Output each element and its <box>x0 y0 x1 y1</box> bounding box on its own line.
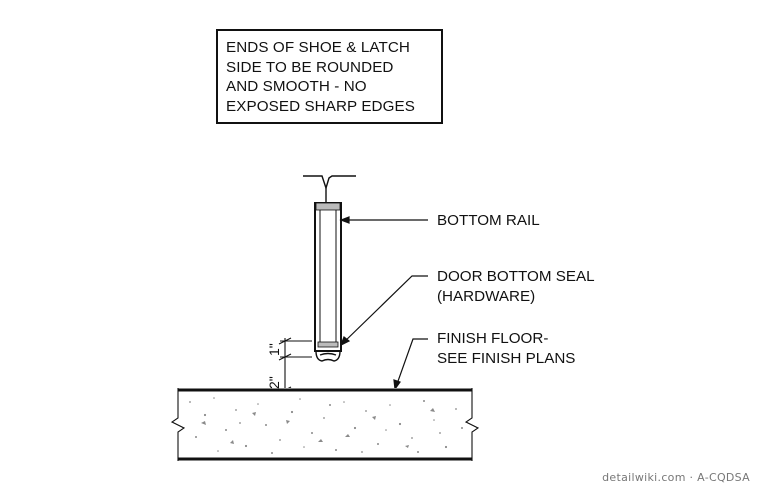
dimension-lines <box>278 337 312 394</box>
door-break-line <box>303 175 356 203</box>
dimension-upper: 1" <box>266 343 282 356</box>
slab-break-right <box>464 388 480 461</box>
note-text: ENDS OF SHOE & LATCH SIDE TO BE ROUNDED … <box>226 39 415 115</box>
label-finish-floor: FINISH FLOOR- SEE FINISH PLANS <box>437 330 576 367</box>
dimension-lower: 2" <box>266 376 282 389</box>
label-door-bottom-seal: DOOR BOTTOM SEAL (HARDWARE) <box>437 268 595 305</box>
leader-lines <box>339 216 428 391</box>
door-bottom-seal <box>315 350 341 362</box>
slab-break-left <box>170 388 186 461</box>
concrete-slab <box>170 388 480 461</box>
label-bottom-rail: BOTTOM RAIL <box>437 212 540 229</box>
concrete-stipple <box>189 397 463 454</box>
bottom-rail <box>314 202 342 352</box>
note-box <box>216 29 443 124</box>
watermark: detailwiki.com · A-CQDSA <box>602 471 750 484</box>
